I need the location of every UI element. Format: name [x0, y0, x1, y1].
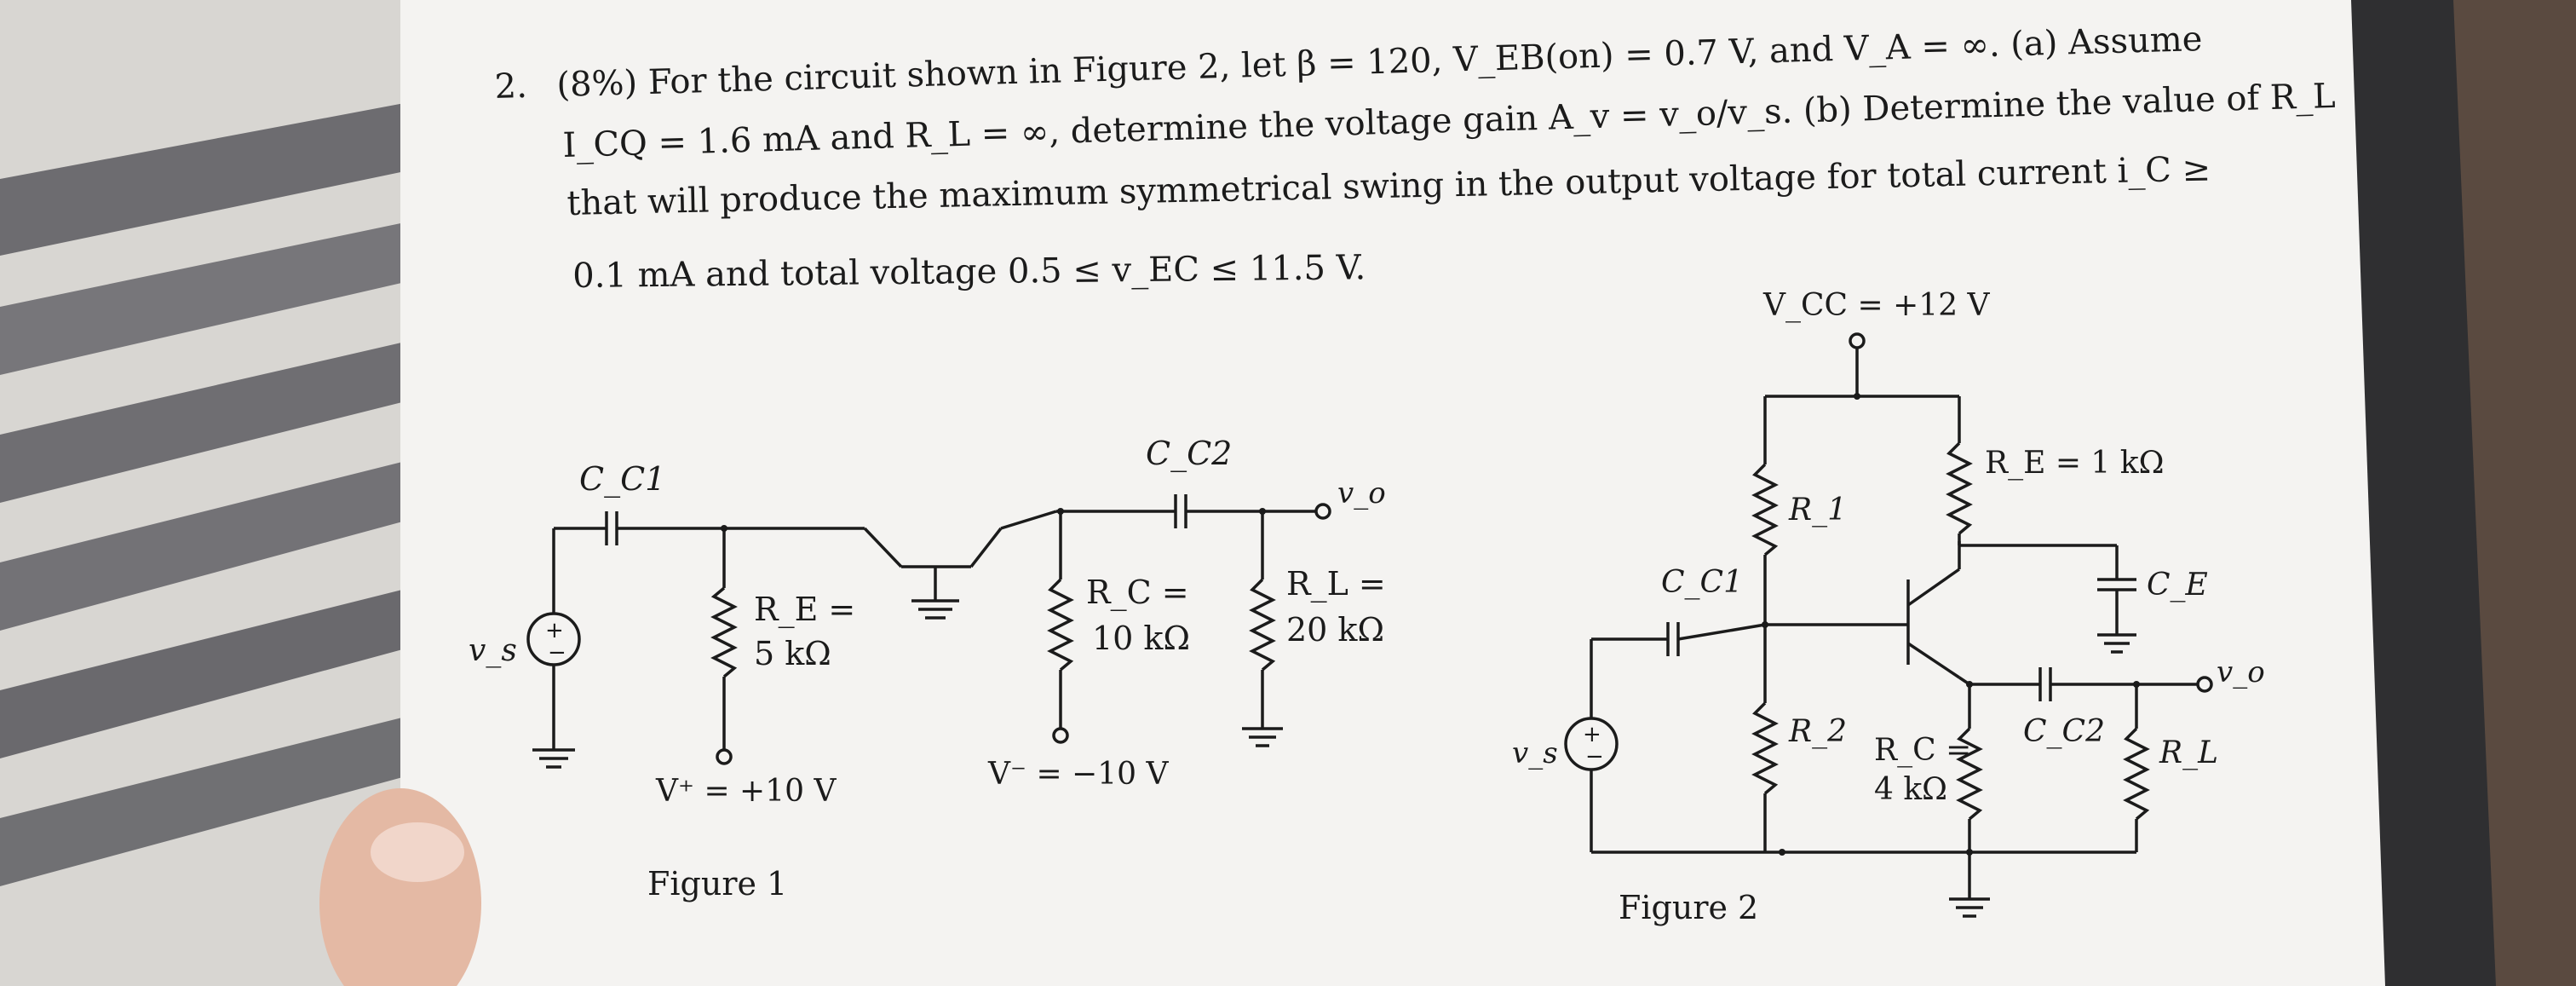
- fig2-vo-label: v_o: [2217, 655, 2265, 689]
- fig1-cc2-label: C_C2: [1146, 435, 1232, 473]
- fig1-vplus-label: V⁺ = +10 V: [655, 774, 837, 809]
- fig1-re-value: 5 kΩ: [754, 635, 831, 672]
- paper-sheet: [400, 0, 2385, 986]
- figure-1-caption: Figure 1: [647, 865, 787, 902]
- fig2-r2-label: R_2: [1788, 714, 1847, 749]
- fig1-rl-value: 20 kΩ: [1286, 611, 1384, 649]
- fig2-rc-value: 4 kΩ: [1874, 772, 1947, 807]
- svg-text:−: −: [548, 640, 566, 666]
- svg-text:+: +: [545, 618, 564, 643]
- fig1-re-label: R_E =: [754, 591, 855, 629]
- fig1-vo-label: v_o: [1337, 476, 1386, 510]
- fig2-re-label: R_E = 1 kΩ: [1985, 446, 2164, 481]
- figure-1-circuit: [526, 494, 1331, 769]
- fig1-rc-value: 10 kΩ: [1092, 620, 1190, 657]
- fig2-rc-label: R_C =: [1874, 733, 1971, 768]
- fig2-vs-label: v_s: [1512, 736, 1558, 770]
- figure-2-circuit: [1564, 332, 2213, 918]
- fig2-cc1-label: C_C1: [1661, 565, 1743, 600]
- svg-text:+: +: [1583, 722, 1601, 747]
- fig2-cc2-label: C_C2: [2023, 714, 2105, 749]
- fig2-vcc-label: V_CC = +12 V: [1762, 288, 1991, 323]
- fig2-r1-label: R_1: [1788, 493, 1847, 528]
- wall-stripes: [0, 102, 409, 886]
- fig1-rl-label: R_L =: [1286, 565, 1386, 603]
- figure-2-caption: Figure 2: [1619, 889, 1758, 926]
- fig2-rl-label: R_L: [2159, 735, 2218, 770]
- fig2-ce-label: C_E: [2147, 568, 2208, 603]
- fig1-vs-label: v_s: [469, 633, 517, 668]
- svg-text:−: −: [1585, 744, 1604, 770]
- fig1-rc-label: R_C =: [1086, 574, 1189, 612]
- fig1-vminus-label: V⁻ = −10 V: [987, 757, 1169, 792]
- fig1-cc1-label: C_C1: [579, 460, 665, 499]
